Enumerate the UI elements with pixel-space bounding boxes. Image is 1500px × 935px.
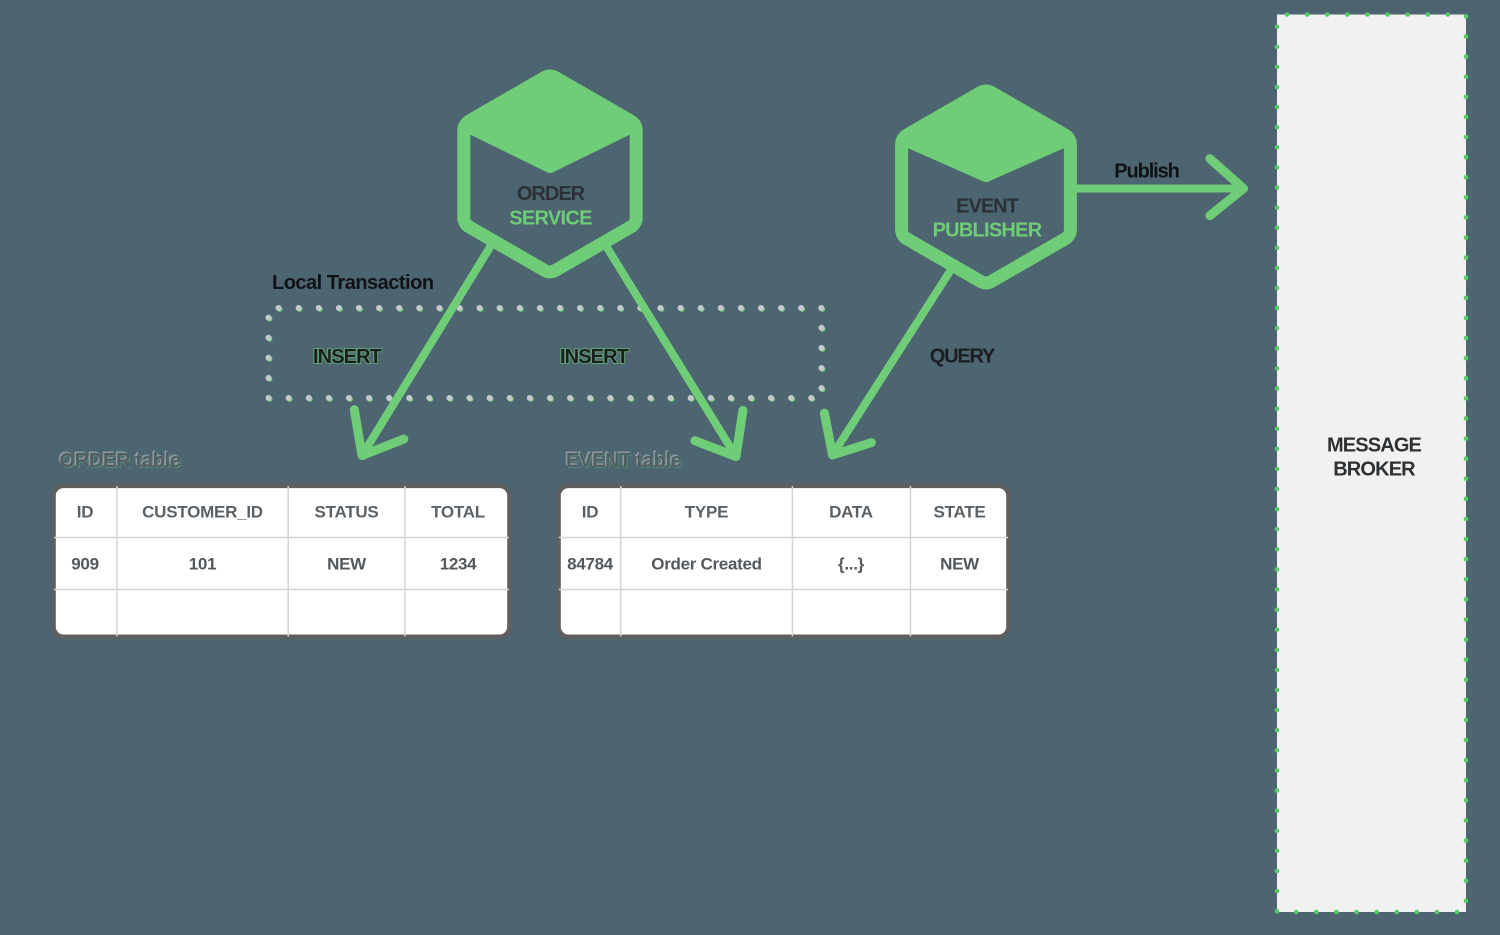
svg-text:INSERT: INSERT — [313, 346, 382, 368]
svg-text:Publish: Publish — [1114, 161, 1179, 183]
svg-text:EVENT: EVENT — [956, 196, 1018, 218]
svg-text:SERVICE: SERVICE — [509, 208, 592, 230]
svg-text:TOTAL: TOTAL — [431, 503, 485, 522]
svg-text:Local Transaction: Local Transaction — [272, 272, 434, 294]
svg-text:QUERY: QUERY — [930, 346, 996, 368]
svg-text:ID: ID — [77, 503, 94, 522]
svg-text:EVENT table: EVENT table — [566, 450, 682, 472]
svg-text:1234: 1234 — [440, 555, 477, 574]
svg-text:84784: 84784 — [567, 555, 614, 574]
svg-text:STATUS: STATUS — [315, 503, 379, 522]
svg-text:101: 101 — [189, 555, 216, 574]
svg-text:CUSTOMER_ID: CUSTOMER_ID — [142, 503, 263, 522]
svg-text:Order Created: Order Created — [651, 555, 761, 574]
svg-text:DATA: DATA — [829, 503, 873, 522]
svg-text:NEW: NEW — [940, 555, 980, 574]
svg-text:NEW: NEW — [327, 555, 367, 574]
svg-text:ORDER table: ORDER table — [60, 450, 181, 472]
svg-text:909: 909 — [71, 555, 98, 574]
svg-text:STATE: STATE — [934, 503, 986, 522]
svg-text:ORDER: ORDER — [517, 183, 586, 205]
svg-text:INSERT: INSERT — [313, 346, 382, 368]
svg-text:TYPE: TYPE — [685, 503, 728, 522]
svg-text:MESSAGE: MESSAGE — [1327, 435, 1422, 457]
svg-text:EVENT table: EVENT table — [567, 451, 683, 473]
svg-text:ID: ID — [582, 503, 599, 522]
svg-text:EVENT table: EVENT table — [565, 449, 681, 471]
svg-text:INSERT: INSERT — [560, 346, 629, 368]
svg-text:ORDER table: ORDER table — [61, 451, 182, 473]
svg-text:ORDER table: ORDER table — [58, 449, 179, 471]
svg-text:INSERT: INSERT — [560, 346, 629, 368]
svg-text:{...}: {...} — [838, 555, 865, 574]
svg-text:BROKER: BROKER — [1333, 459, 1416, 481]
svg-text:PUBLISHER: PUBLISHER — [933, 220, 1043, 242]
